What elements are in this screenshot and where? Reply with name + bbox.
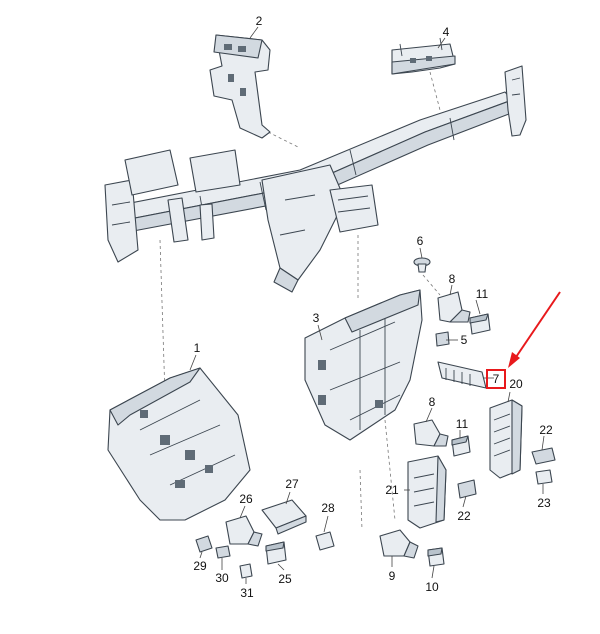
callout-22-right: 22 — [539, 423, 553, 437]
relay-part-10-right — [427, 547, 445, 567]
relay-holder-part-8-upper — [437, 291, 471, 323]
relay-holder-part-8-lower — [413, 419, 449, 447]
connector-part-28 — [315, 531, 335, 551]
clip-part-29 — [195, 535, 213, 553]
callout-9: 9 — [389, 569, 396, 583]
fuse-part-22-lower — [457, 479, 477, 499]
fuse-part-23 — [535, 469, 553, 485]
callout-30: 30 — [215, 571, 229, 585]
callout-7: 7 — [493, 372, 500, 386]
clip-part-5 — [435, 331, 450, 347]
socket-part-26 — [225, 515, 263, 547]
callout-5: 5 — [461, 333, 468, 347]
bracket-part-2 — [209, 34, 271, 139]
callout-25: 25 — [278, 572, 292, 586]
callout-4: 4 — [443, 25, 450, 39]
cross-car-beam — [104, 65, 527, 293]
frame-part-3 — [304, 289, 423, 441]
callout-23: 23 — [537, 496, 551, 510]
callout-8-upper: 8 — [449, 272, 456, 286]
bracket-part-4 — [391, 37, 456, 75]
bracket-part-1 — [107, 367, 251, 521]
callout-3: 3 — [313, 311, 320, 325]
red-highlight-box — [486, 369, 506, 389]
cover-part-21 — [407, 455, 447, 529]
red-arrow-line — [513, 291, 561, 361]
fuse-strip-part-7 — [437, 361, 487, 389]
callout-labels: 1 2 3 4 5 6 7 8 8 9 10 11 11 20 21 22 22… — [193, 14, 553, 600]
screw-part-6 — [413, 257, 431, 273]
callout-6: 6 — [417, 234, 424, 248]
fuse-part-31 — [239, 563, 253, 579]
callout-2: 2 — [256, 14, 263, 28]
relay-part-11-upper — [469, 313, 491, 335]
connector-part-9 — [379, 529, 419, 559]
leader-lines — [189, 26, 545, 584]
callout-1: 1 — [194, 341, 201, 355]
relay-part-25 — [265, 541, 287, 565]
clip-part-30 — [215, 545, 231, 559]
fuse-box-part-20 — [489, 399, 523, 479]
callout-27: 27 — [285, 477, 299, 491]
callout-20: 20 — [509, 377, 523, 391]
callout-11-lower: 11 — [456, 417, 469, 431]
red-arrow-head — [508, 352, 520, 368]
callout-8-lower: 8 — [429, 395, 436, 409]
callout-10-right: 10 — [425, 580, 439, 594]
callout-31: 31 — [240, 586, 254, 600]
callout-29: 29 — [193, 559, 207, 573]
callout-11-upper: 11 — [476, 287, 489, 301]
callout-28: 28 — [321, 501, 335, 515]
callout-21: 21 — [385, 483, 399, 497]
callout-26: 26 — [239, 492, 253, 506]
relay-part-11-lower — [451, 435, 471, 457]
plate-part-27 — [261, 499, 307, 535]
assembly-guides — [159, 71, 441, 531]
callout-22-lower: 22 — [457, 509, 471, 523]
fuse-part-22-right — [531, 447, 556, 465]
red-annotation — [486, 291, 561, 389]
